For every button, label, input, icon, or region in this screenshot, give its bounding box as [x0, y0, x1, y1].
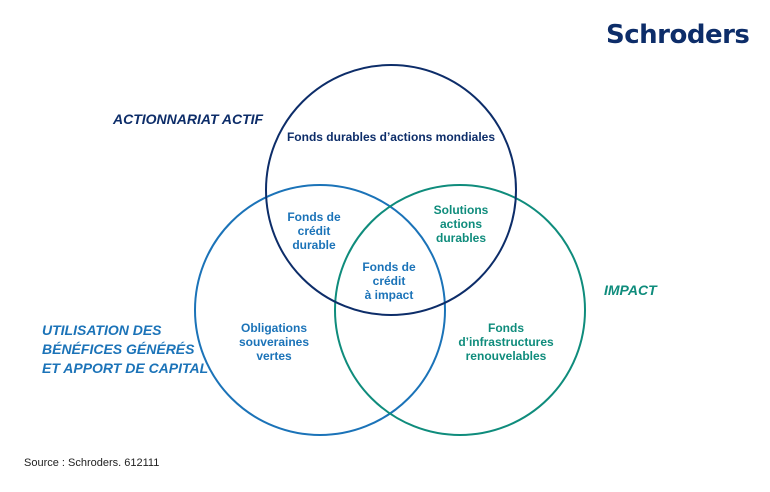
region-infrastructures: Fonds d’infrastructures renouvelables — [458, 321, 554, 363]
schroders-logo: Schroders — [606, 20, 750, 50]
circle-utilisation — [194, 184, 446, 436]
circle-actionnariat — [265, 64, 517, 316]
set-label-actionnariat: ACTIONNARIAT ACTIF — [113, 111, 264, 127]
region-credit-durable: Fonds de crédit durable — [287, 210, 341, 252]
set-label-utilisation: UTILISATION DES BÉNÉFICES GÉNÉRÉS ET APP… — [42, 322, 209, 376]
circle-impact — [334, 184, 586, 436]
region-credit-impact: Fonds de crédit à impact — [362, 260, 416, 302]
region-solutions-durables: Solutions actions durables — [433, 203, 489, 245]
region-actions-mondiales: Fonds durables d’actions mondiales — [286, 130, 496, 144]
region-obligations-vertes: Obligations souveraines vertes — [238, 321, 310, 363]
source-note: Source : Schroders. 612111 — [24, 457, 160, 469]
set-label-impact: IMPACT — [604, 282, 657, 298]
